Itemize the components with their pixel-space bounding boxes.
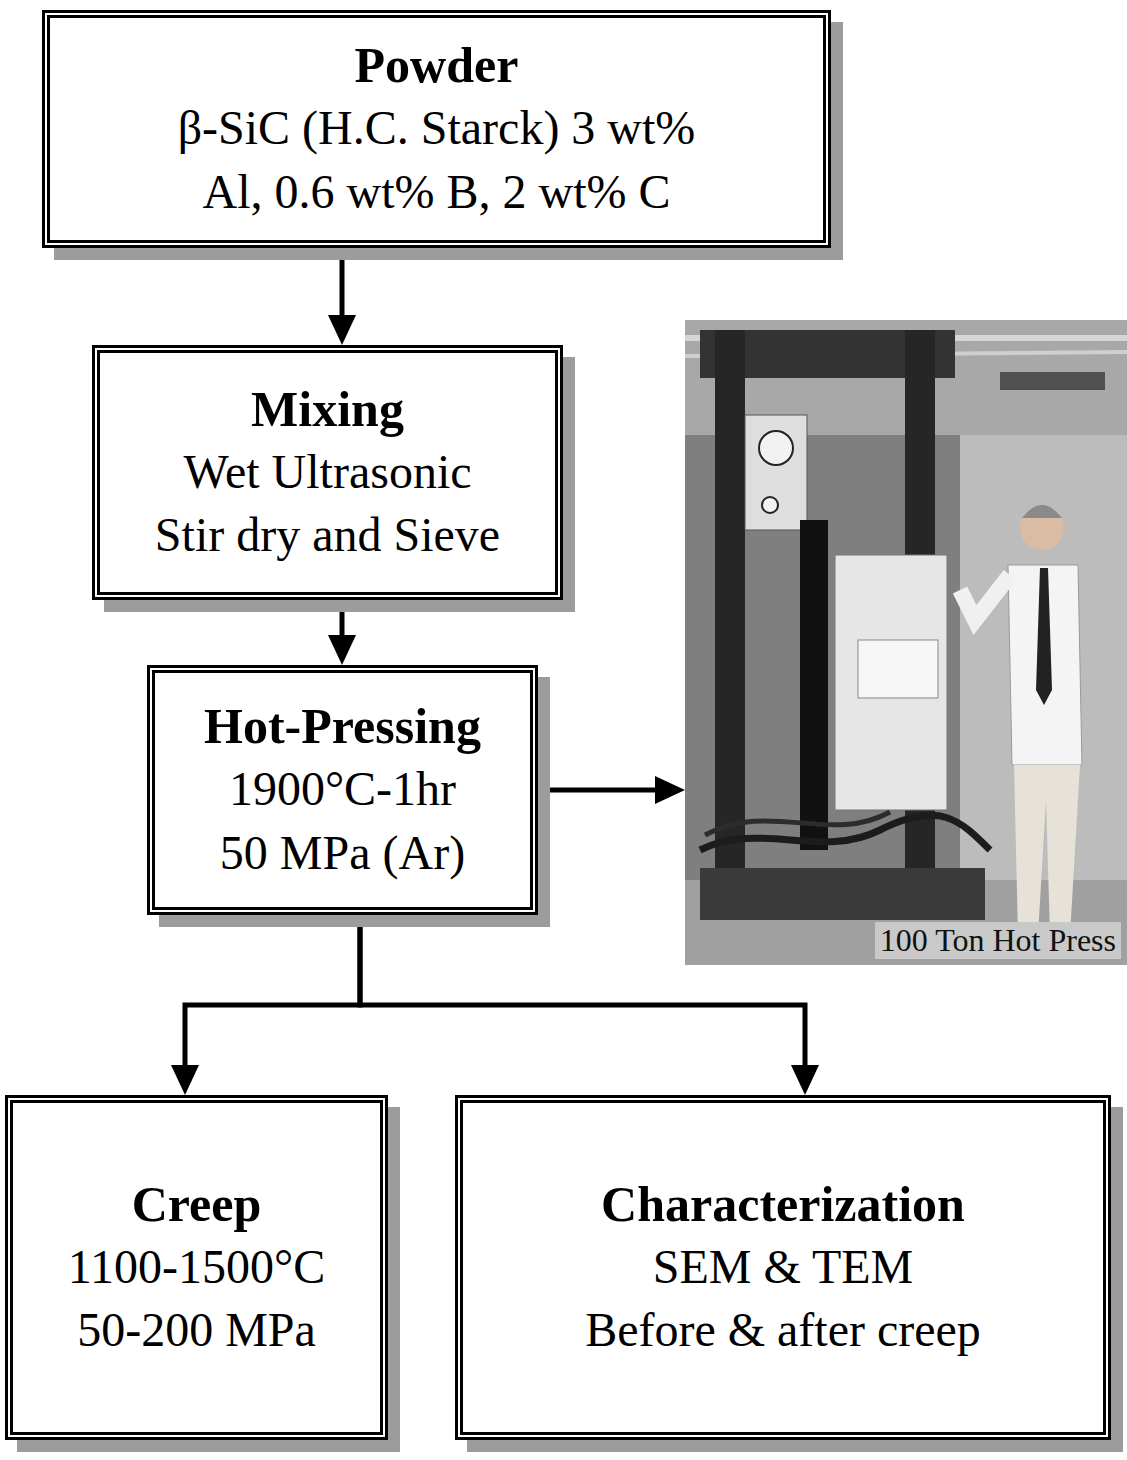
press-column: [715, 330, 745, 920]
powder-box: Powderβ-SiC (H.C. Starck) 3 wt% Al, 0.6 …: [42, 10, 831, 248]
step-details: β-SiC (H.C. Starck) 3 wt% Al, 0.6 wt% B,…: [64, 96, 809, 223]
step-details: SEM & TEM Before & after creep: [477, 1235, 1089, 1362]
hose: [705, 812, 890, 835]
process-box: MixingWet Ultrasonic Stir dry and Sieve: [92, 345, 563, 600]
furnace-body: [835, 555, 947, 810]
step-title: Creep: [132, 1174, 262, 1235]
process-box: Hot-Pressing1900°C-1hr 50 MPa (Ar): [147, 665, 538, 915]
process-box: Creep1100-1500°C 50-200 MPa: [5, 1095, 388, 1440]
process-box: CharacterizationSEM & TEM Before & after…: [455, 1095, 1111, 1440]
flow-arrow: [185, 915, 360, 1065]
photo-caption: 100 Ton Hot Press: [875, 922, 1121, 959]
step-details: 1100-1500°C 50-200 MPa: [27, 1235, 366, 1362]
person-tie: [1036, 568, 1052, 705]
press-ram: [800, 520, 828, 850]
person-arm: [960, 575, 1010, 620]
control-box: [745, 415, 807, 530]
step-title: Characterization: [601, 1174, 965, 1235]
photo-ground: [685, 320, 1127, 965]
flow-arrow: [340, 600, 345, 635]
pressure-gauge: [762, 497, 778, 513]
step-title: Mixing: [251, 379, 404, 440]
person-head: [1020, 506, 1064, 550]
press-base: [700, 868, 985, 920]
photo-panel: 100 Ton Hot Press: [685, 320, 1127, 965]
light-fixture: [1000, 372, 1105, 390]
furnace-panel: [858, 640, 938, 698]
step-details: 1900°C-1hr 50 MPa (Ar): [169, 757, 516, 884]
flow-arrow: [538, 788, 655, 793]
person-shirt: [1008, 565, 1082, 765]
step-title: Powder: [355, 35, 519, 96]
flow-arrow: [360, 915, 805, 1065]
flow-arrow: [340, 248, 345, 315]
step-details: Wet Ultrasonic Stir dry and Sieve: [114, 440, 541, 567]
person-hair: [1022, 505, 1062, 518]
person-trousers: [1014, 765, 1080, 935]
pressure-gauge: [759, 431, 793, 465]
hot-press-photo: [685, 320, 1127, 965]
step-title: Hot-Pressing: [204, 696, 481, 757]
